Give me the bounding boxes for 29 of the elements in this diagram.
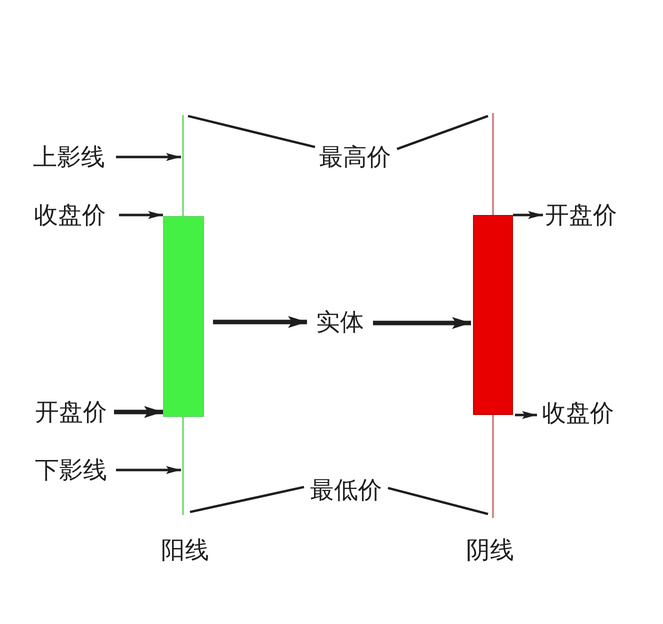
wick-line: [492, 113, 494, 215]
leader-line: [396, 114, 488, 150]
callout-label: 开盘价: [34, 398, 108, 426]
callout-label: 收盘价: [33, 201, 107, 229]
wick-line: [182, 417, 184, 515]
callout-label: 最低价: [309, 476, 383, 504]
callout-label: 实体: [315, 308, 365, 336]
callout-label: 最高价: [318, 143, 392, 171]
callout-label: 下影线: [34, 456, 108, 484]
candle-caption: 阴线: [465, 536, 515, 564]
callout-label: 开盘价: [544, 201, 618, 229]
arrow: [513, 211, 543, 219]
arrow: [119, 211, 163, 219]
leader-line: [388, 486, 488, 516]
wick-line: [492, 415, 494, 518]
arrow: [515, 411, 537, 419]
wick-line: [182, 115, 184, 216]
arrow: [114, 406, 163, 418]
candle-body: [163, 216, 204, 417]
candle-body: [473, 215, 513, 415]
leader-line: [190, 486, 304, 514]
arrow: [116, 466, 181, 474]
callout-label: 收盘价: [541, 399, 615, 427]
leader-line: [188, 114, 316, 148]
callout-label: 上影线: [32, 143, 106, 171]
arrow: [116, 153, 181, 161]
arrow: [213, 316, 307, 328]
arrow: [373, 317, 471, 329]
candle-caption: 阳线: [160, 536, 210, 564]
